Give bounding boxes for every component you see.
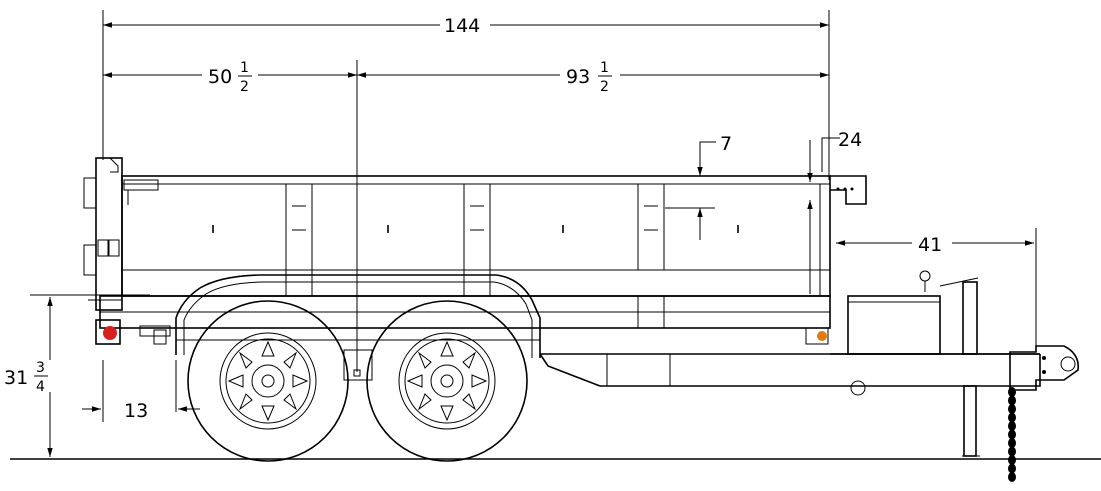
dimension-31-whole: 31 (4, 367, 28, 389)
clearance-light (817, 331, 827, 341)
dimension-overall-length: 144 (103, 15, 829, 37)
dimension-top-rail: 7 (665, 133, 732, 240)
dimension-7-label: 7 (720, 133, 732, 155)
chain-link (1008, 412, 1016, 423)
dimension-41-label: 41 (918, 234, 942, 256)
chain-link (1008, 463, 1016, 474)
trailer-frame (95, 295, 1040, 387)
dimension-rear-overhang: 13 (82, 400, 200, 422)
dimension-144-label: 144 (444, 15, 480, 37)
dimension-93-whole: 93 (566, 66, 590, 88)
tail-light (103, 326, 117, 340)
rear-tailgate (83, 157, 159, 311)
dimension-50-den: 2 (240, 79, 249, 95)
dump-body (121, 175, 867, 328)
fender (175, 274, 541, 358)
chain-link (1008, 438, 1016, 448)
chain-link (1008, 395, 1016, 406)
dimension-13-label: 13 (124, 400, 148, 422)
dimension-tongue-length: 41 (836, 234, 1034, 256)
extension-lines (30, 10, 1037, 422)
dimension-24-label: 24 (838, 129, 862, 151)
chain-link (1008, 387, 1016, 397)
wheel-rear (187, 300, 349, 462)
dimension-31-den: 4 (36, 379, 45, 395)
chain-link (1008, 421, 1016, 431)
dimension-50-whole: 50 (208, 66, 232, 88)
chain-link (1008, 446, 1016, 457)
wheel-front (366, 300, 528, 462)
dimension-rear-section: 93 1 2 (357, 60, 829, 95)
pump-box (847, 295, 941, 355)
tongue (830, 353, 1041, 396)
chain-link (1008, 472, 1016, 482)
tongue-jack (919, 270, 980, 457)
dimension-31-num: 3 (36, 360, 45, 376)
dimension-front-section: 50 1 2 (103, 60, 357, 95)
dimension-deck-height: 31 3 4 (4, 297, 53, 457)
chain-link (1008, 429, 1016, 440)
dimension-93-den: 2 (600, 79, 609, 95)
chain-link (1008, 404, 1016, 414)
safety-chain (1008, 387, 1016, 482)
dimension-50-num: 1 (240, 60, 249, 76)
dimension-93-num: 1 (600, 60, 609, 76)
coupler (1009, 345, 1080, 391)
dimension-side-height: 24 (807, 129, 862, 294)
chain-link (1008, 455, 1016, 465)
